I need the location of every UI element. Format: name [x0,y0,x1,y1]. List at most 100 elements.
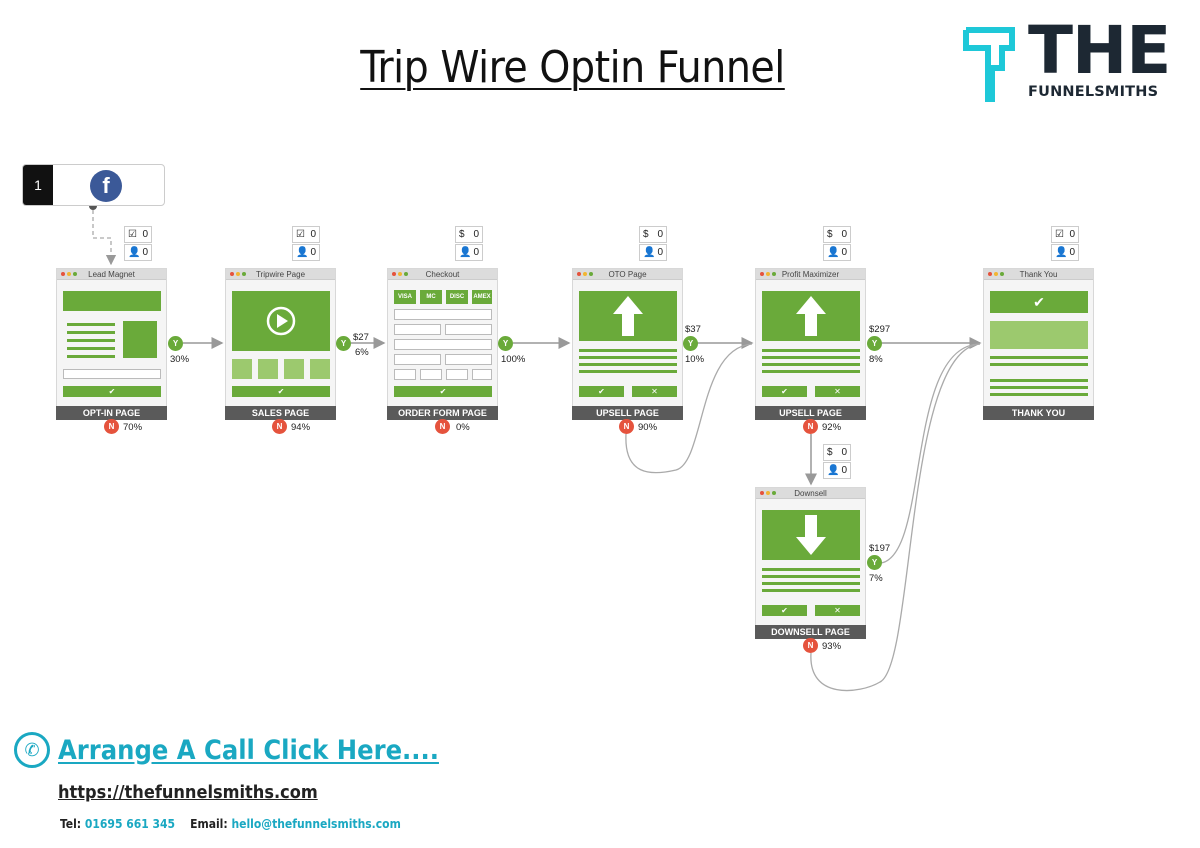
price-label: $37 [685,324,701,335]
stat-visitors: 👤0 [292,244,320,261]
stat-checkbox: ☑0 [292,226,320,243]
dollar-icon: $ [827,447,833,458]
no-badge: N [435,419,450,434]
user-icon: 👤 [296,247,309,258]
yes-percent: 8% [869,354,883,365]
website-link[interactable]: https://thefunnelsmiths.com [58,782,318,803]
stat-visitors: 👤0 [823,244,851,261]
yes-badge: Y [336,336,351,351]
price-label: $197 [869,543,891,554]
price-label: $27 [353,332,369,343]
visa-icon: VISA [394,290,416,304]
yes-badge: Y [867,336,882,351]
step-footer: ORDER FORM PAGE [387,406,498,420]
stat-revenue: $0 [455,226,483,243]
funnel-step-profit-maximizer[interactable]: Profit Maximizer ✔ ✕ UPSELL PAGE [755,268,866,420]
no-badge: N [272,419,287,434]
cross-icon: ✕ [815,605,860,616]
funnel-step-downsell[interactable]: Downsell ✔ ✕ DOWNSELL PAGE [755,487,866,639]
stat-visitors: 👤0 [639,244,667,261]
step-footer: THANK YOU [983,406,1094,420]
check-icon: ✔ [762,386,807,397]
email-link[interactable]: hello@thefunnelsmiths.com [231,817,401,831]
funnel-step-checkout[interactable]: Checkout VISA MC DISC AMEX ✔ ORDER FORM … [387,268,498,420]
page-title: Trip Wire Optin Funnel [360,42,785,93]
stat-checkbox: ☑0 [124,226,152,243]
user-icon: 👤 [827,247,840,258]
yes-percent: 100% [501,354,526,365]
user-icon: 👤 [827,465,840,476]
stat-checkbox: ☑0 [1051,226,1079,243]
arrow-up-icon [796,296,826,336]
arrange-call-link[interactable]: ✆ Arrange A Call Click Here.... [14,732,439,768]
check-icon: ✔ [63,386,161,397]
step-footer: UPSELL PAGE [572,406,683,420]
phone-number[interactable]: 01695 661 345 [84,817,176,831]
funnel-step-thank-you[interactable]: Thank You ✔ THANK YOU [983,268,1094,420]
stat-revenue: $0 [639,226,667,243]
price-label: $297 [869,324,891,335]
yes-badge: Y [498,336,513,351]
cross-icon: ✕ [632,386,677,397]
step-header: OTO Page [608,270,647,279]
step-header: Downsell [794,489,827,498]
stat-revenue: $0 [823,444,851,461]
funnel-step-lead-magnet[interactable]: Lead Magnet ✔ OPT-IN PAGE [56,268,167,420]
amex-icon: AMEX [472,290,492,304]
step-footer: DOWNSELL PAGE [755,625,866,639]
step-footer: SALES PAGE [225,406,336,420]
no-badge: N [619,419,634,434]
user-icon: 👤 [1055,247,1068,258]
user-icon: 👤 [643,247,656,258]
play-video-icon [266,306,296,336]
check-icon: ✔ [394,386,492,397]
step-footer: OPT-IN PAGE [56,406,167,420]
contact-info: Tel: 01695 661 345 Email: hello@thefunne… [60,817,401,831]
user-icon: 👤 [459,247,472,258]
yes-badge: Y [168,336,183,351]
step-header: Tripwire Page [255,270,306,279]
funnelsmiths-logo: THE FUNNELSMITHS [960,18,1190,106]
step-header: Thank You [1019,270,1058,279]
cross-icon: ✕ [815,386,860,397]
no-percent: 0% [456,422,470,433]
mastercard-icon: MC [420,290,442,304]
check-icon: ✔ [232,386,330,397]
funnel-step-tripwire[interactable]: Tripwire Page ✔ SALES PAGE [225,268,336,420]
stat-visitors: 👤0 [823,462,851,479]
user-icon: 👤 [128,247,141,258]
traffic-source-facebook[interactable]: 1 f [22,164,165,206]
stat-visitors: 👤0 [124,244,152,261]
logo-mark-icon [963,27,1015,102]
checkbox-icon: ☑ [296,229,305,240]
step-header: Lead Magnet [88,270,135,279]
no-badge: N [803,638,818,653]
dollar-icon: $ [827,229,833,240]
logo-word: THE [1028,12,1171,89]
source-number: 1 [23,165,53,205]
dollar-icon: $ [459,229,465,240]
no-badge: N [803,419,818,434]
step-footer: UPSELL PAGE [755,406,866,420]
yes-percent: 7% [869,573,883,584]
arrow-down-icon [796,515,826,555]
yes-badge: Y [683,336,698,351]
no-percent: 92% [822,422,842,433]
facebook-icon: f [90,170,122,202]
check-icon: ✔ [579,386,624,397]
phone-icon: ✆ [14,732,50,768]
check-icon: ✔ [762,605,807,616]
checkbox-icon: ☑ [1055,229,1064,240]
arrow-up-icon [613,296,643,336]
yes-percent: 10% [685,354,705,365]
stat-visitors: 👤0 [1051,244,1079,261]
no-percent: 90% [638,422,658,433]
no-percent: 70% [123,422,143,433]
yes-percent: 6% [355,347,369,358]
yes-percent: 30% [170,354,190,365]
arrange-call-text: Arrange A Call Click Here.... [58,734,439,766]
step-header: Profit Maximizer [781,270,840,279]
funnel-step-oto[interactable]: OTO Page ✔ ✕ UPSELL PAGE [572,268,683,420]
